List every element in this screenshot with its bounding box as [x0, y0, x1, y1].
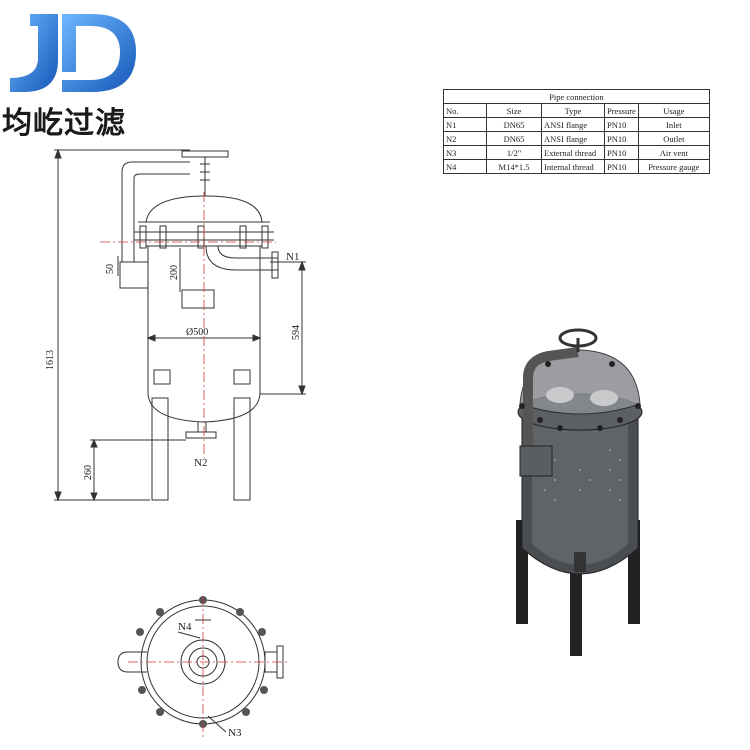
logo-j-shape — [10, 14, 58, 92]
brand-logo — [10, 14, 136, 92]
vessel-3d-render — [516, 328, 643, 656]
dim-flange-offset: 50 — [105, 264, 116, 274]
dim-total-height: 1613 — [45, 350, 56, 370]
dim-vessel-upper: 594 — [291, 325, 302, 340]
row-cell: Internal thread — [541, 159, 605, 174]
table-header-row: No. Size Type Pressure Usage — [443, 103, 710, 118]
table-row: N1 DN65 ANSI flange PN10 Inlet — [443, 117, 710, 132]
label-inlet: N1 — [286, 251, 299, 263]
label-vent: N3 — [228, 727, 242, 739]
brand-name: 均屹过滤 — [2, 106, 126, 141]
dim-diameter: Ø500 — [186, 327, 208, 338]
table-row: N2 DN65 ANSI flange PN10 Outlet — [443, 131, 710, 146]
table-row: N3 1/2" External thread PN10 Air vent — [443, 145, 710, 160]
dim-outlet-drop: 200 — [169, 265, 180, 280]
dim-leg: 260 — [83, 465, 94, 480]
pipe-connection-table: Pipe connection No. Size Type Pressure U… — [443, 89, 710, 174]
label-gauge: N4 — [178, 621, 192, 633]
logo-d-shape — [62, 14, 136, 92]
label-outlet: N2 — [194, 457, 207, 469]
row-cell: Pressure gauge — [637, 159, 710, 174]
table-row: N4 M14*1.5 Internal thread PN10 Pressure… — [443, 159, 710, 174]
inlet-flange — [271, 251, 279, 279]
